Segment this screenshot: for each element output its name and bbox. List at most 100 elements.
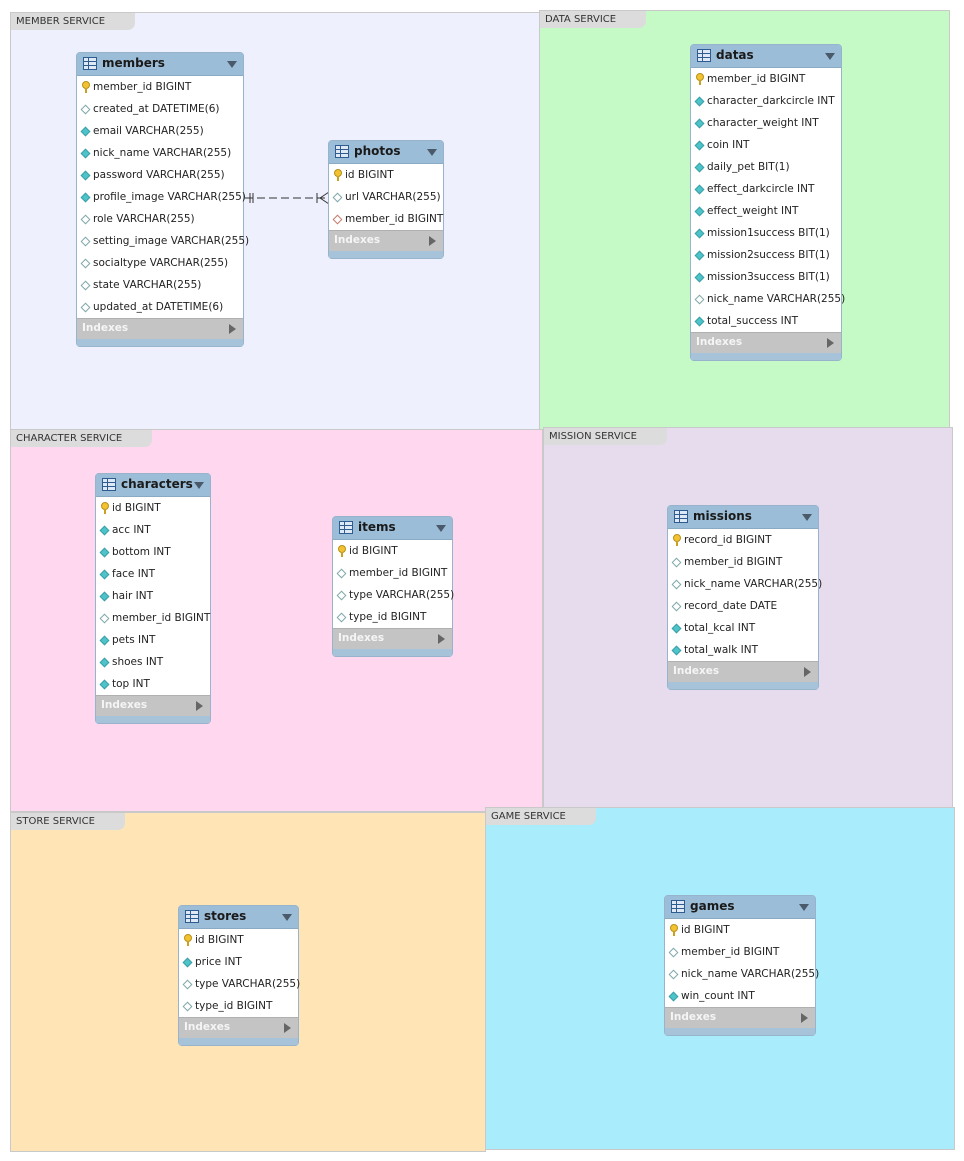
column-row[interactable]: member_id BIGINT (691, 68, 841, 90)
table-header[interactable]: datas (691, 45, 841, 68)
column-row[interactable]: face INT (96, 563, 210, 585)
column-row[interactable]: character_darkcircle INT (691, 90, 841, 112)
column-row[interactable]: total_success INT (691, 310, 841, 332)
expand-arrow-icon[interactable] (827, 338, 834, 348)
column-row[interactable]: id BIGINT (96, 497, 210, 519)
column-row[interactable]: type VARCHAR(255) (333, 584, 454, 606)
table-header[interactable]: stores (179, 906, 298, 929)
column-row[interactable]: total_kcal INT (668, 617, 818, 639)
column-row[interactable]: nick_name VARCHAR(255) (77, 142, 243, 164)
table-header[interactable]: characters (96, 474, 210, 497)
expand-arrow-icon[interactable] (804, 667, 811, 677)
column-row[interactable]: member_id BIGINT (96, 607, 210, 629)
table-header[interactable]: members (77, 53, 243, 76)
column-row[interactable]: created_at DATETIME(6) (77, 98, 243, 120)
indexes-section[interactable]: Indexes (691, 332, 841, 353)
indexes-section[interactable]: Indexes (329, 230, 443, 251)
table-menu-chevron-icon[interactable] (802, 514, 812, 521)
column-label: member_id BIGINT (681, 946, 780, 958)
indexes-section[interactable]: Indexes (179, 1017, 298, 1038)
column-row[interactable]: socialtype VARCHAR(255) (77, 252, 243, 274)
indexes-section[interactable]: Indexes (77, 318, 243, 339)
not-null-column-icon (99, 547, 110, 558)
column-row[interactable]: coin INT (691, 134, 841, 156)
column-row[interactable]: member_id BIGINT (329, 208, 443, 230)
column-row[interactable]: id BIGINT (179, 929, 298, 951)
column-row[interactable]: member_id BIGINT (665, 941, 815, 963)
column-row[interactable]: member_id BIGINT (333, 562, 452, 584)
column-row[interactable]: setting_image VARCHAR(255) (77, 230, 249, 252)
table-menu-chevron-icon[interactable] (825, 53, 835, 60)
table-menu-chevron-icon[interactable] (282, 914, 292, 921)
column-row[interactable]: record_id BIGINT (668, 529, 818, 551)
table-menu-chevron-icon[interactable] (427, 149, 437, 156)
indexes-section[interactable]: Indexes (665, 1007, 815, 1028)
table-menu-chevron-icon[interactable] (227, 61, 237, 68)
column-row[interactable]: nick_name VARCHAR(255) (668, 573, 822, 595)
table-header[interactable]: games (665, 896, 815, 919)
table-header[interactable]: photos (329, 141, 443, 164)
expand-arrow-icon[interactable] (196, 701, 203, 711)
column-row[interactable]: mission3success BIT(1) (691, 266, 841, 288)
table-menu-chevron-icon[interactable] (799, 904, 809, 911)
column-row[interactable]: acc INT (96, 519, 210, 541)
table-header[interactable]: items (333, 517, 452, 540)
column-row[interactable]: email VARCHAR(255) (77, 120, 243, 142)
column-row[interactable]: pets INT (96, 629, 210, 651)
column-row[interactable]: shoes INT (96, 651, 210, 673)
column-row[interactable]: record_date DATE (668, 595, 818, 617)
column-row[interactable]: character_weight INT (691, 112, 841, 134)
column-row[interactable]: role VARCHAR(255) (77, 208, 243, 230)
column-row[interactable]: id BIGINT (329, 164, 443, 186)
indexes-section[interactable]: Indexes (333, 628, 452, 649)
column-row[interactable]: bottom INT (96, 541, 210, 563)
column-label: face INT (112, 568, 156, 580)
column-row[interactable]: type_id BIGINT (179, 995, 298, 1017)
column-row[interactable]: price INT (179, 951, 298, 973)
column-row[interactable]: password VARCHAR(255) (77, 164, 243, 186)
expand-arrow-icon[interactable] (801, 1013, 808, 1023)
column-label: total_walk INT (684, 644, 758, 656)
column-row[interactable]: type VARCHAR(255) (179, 973, 300, 995)
table-header[interactable]: missions (668, 506, 818, 529)
column-row[interactable]: total_walk INT (668, 639, 818, 661)
expand-arrow-icon[interactable] (284, 1023, 291, 1033)
column-row[interactable]: effect_weight INT (691, 200, 841, 222)
table-footer (665, 1028, 815, 1035)
column-row[interactable]: top INT (96, 673, 210, 695)
column-row[interactable]: profile_image VARCHAR(255) (77, 186, 246, 208)
expand-arrow-icon[interactable] (438, 634, 445, 644)
table-menu-chevron-icon[interactable] (436, 525, 446, 532)
column-row[interactable]: win_count INT (665, 985, 815, 1007)
column-row[interactable]: url VARCHAR(255) (329, 186, 443, 208)
column-row[interactable]: id BIGINT (333, 540, 452, 562)
column-row[interactable]: member_id BIGINT (77, 76, 243, 98)
table-menu-chevron-icon[interactable] (194, 482, 204, 489)
column-label: socialtype VARCHAR(255) (93, 257, 229, 269)
column-row[interactable]: daily_pet BIT(1) (691, 156, 841, 178)
column-row[interactable]: nick_name VARCHAR(255) (665, 963, 819, 985)
indexes-section[interactable]: Indexes (96, 695, 210, 716)
column-row[interactable]: member_id BIGINT (668, 551, 818, 573)
column-row[interactable]: updated_at DATETIME(6) (77, 296, 243, 318)
indexes-section[interactable]: Indexes (668, 661, 818, 682)
column-row[interactable]: state VARCHAR(255) (77, 274, 243, 296)
expand-arrow-icon[interactable] (229, 324, 236, 334)
column-row[interactable]: mission1success BIT(1) (691, 222, 841, 244)
column-row[interactable]: effect_darkcircle INT (691, 178, 841, 200)
column-row[interactable]: mission2success BIT(1) (691, 244, 841, 266)
column-row[interactable]: type_id BIGINT (333, 606, 452, 628)
column-row[interactable]: id BIGINT (665, 919, 815, 941)
column-row[interactable]: nick_name VARCHAR(255) (691, 288, 845, 310)
expand-arrow-icon[interactable] (429, 236, 436, 246)
column-row[interactable]: hair INT (96, 585, 210, 607)
